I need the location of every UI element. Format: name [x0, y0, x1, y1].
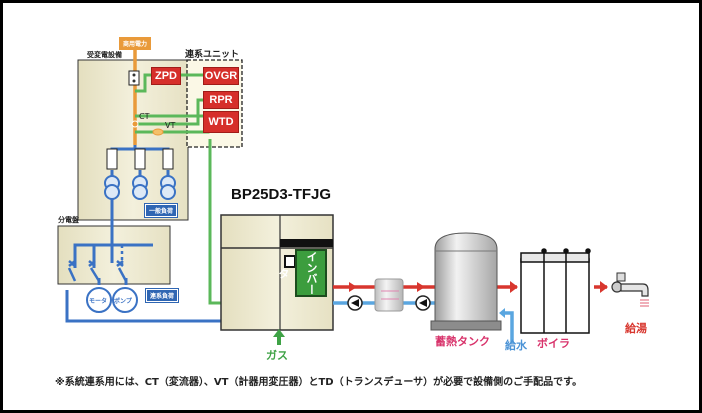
- pump-load: [112, 287, 138, 313]
- relay-ovgr: OVGR: [203, 67, 239, 85]
- inverter-label: インバータ: [277, 249, 327, 297]
- substation-label: 受変電設備: [87, 51, 122, 59]
- ct-marker: [131, 120, 139, 128]
- load-label-2: 連系負荷: [144, 288, 180, 303]
- relay-zpd: ZPD: [151, 67, 181, 85]
- footnote: ※系統連系用には、CT（変流器）、VT（計器用変圧器）とTD（トランスデューサ）…: [55, 377, 583, 388]
- heat-storage-tank: [430, 232, 502, 331]
- system-diagram: [57, 47, 649, 345]
- faucet-icon: [611, 272, 649, 307]
- tank-label: 蓄熱タンク: [435, 335, 490, 348]
- gas-arrow: [273, 329, 285, 345]
- diagram-frame: 商用電力 受変電設備 連系ユニット 分電盤 ZPD OVGR RPR WTD C…: [3, 3, 699, 410]
- hot-water-label: 給湯: [625, 322, 647, 335]
- boiler: [520, 248, 591, 334]
- model-name: BP25D3-TFJG: [231, 186, 332, 203]
- ct-label: CT: [139, 112, 150, 121]
- commercial-power-label: 商用電力: [119, 37, 152, 50]
- transformers: [104, 175, 176, 200]
- distribution-board-label: 分電盤: [58, 216, 79, 224]
- hot-water-arrows: [349, 281, 608, 293]
- boiler-label: ボイラ: [537, 337, 570, 350]
- relay-rpr: RPR: [203, 91, 239, 109]
- grid-unit-label: 連系ユニット: [185, 50, 240, 60]
- vt-label: VT: [165, 121, 176, 130]
- gas-label: ガス: [266, 349, 288, 362]
- water-supply-arrow: [499, 308, 505, 318]
- vt-marker: [152, 128, 164, 136]
- load-label-1: 一般負荷: [143, 203, 179, 218]
- distribution-switches: [67, 260, 128, 282]
- circulation-pump-2: [415, 295, 431, 311]
- pump-label: ポンプ: [114, 298, 132, 305]
- motor-label: モータ: [89, 298, 108, 305]
- heat-exchanger: [374, 278, 404, 312]
- substation-breakers: [106, 148, 174, 170]
- distribution-board: [57, 225, 171, 285]
- motor-load: [86, 287, 112, 313]
- main-breaker: [128, 70, 140, 86]
- water-supply-label: 給水: [505, 339, 527, 352]
- circulation-pump: [347, 295, 363, 311]
- relay-wtd: WTD: [203, 111, 239, 133]
